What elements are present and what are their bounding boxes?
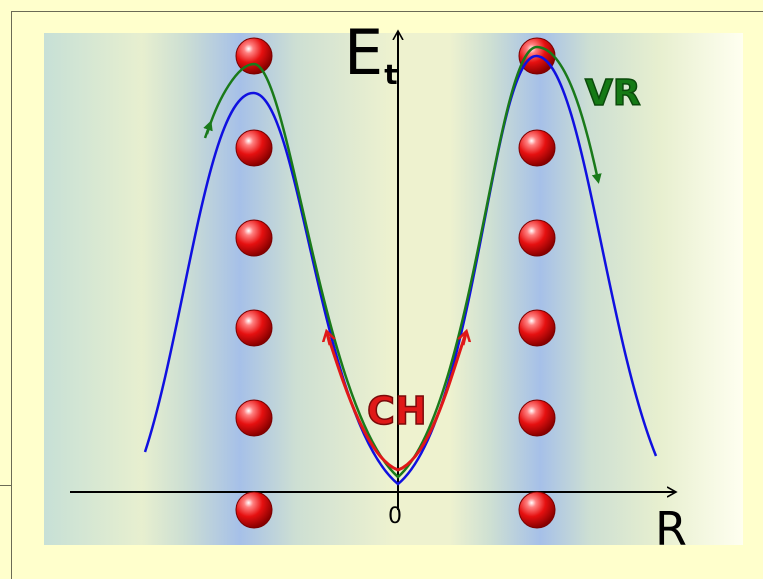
r-axis-label: R — [655, 502, 687, 556]
atom-row-right — [518, 37, 556, 529]
energy-axis-label: Et — [344, 22, 398, 89]
atom — [235, 219, 273, 257]
crystal-panel — [44, 33, 743, 545]
atom — [518, 491, 556, 529]
potential-curve — [143, 54, 658, 486]
atom — [235, 129, 273, 167]
ch-label: CH — [366, 389, 427, 433]
origin-label: 0 — [388, 504, 402, 529]
atom — [518, 129, 556, 167]
energy-subscript: t — [384, 58, 398, 91]
atom — [235, 491, 273, 529]
atom — [235, 399, 273, 437]
ch-arrow-left — [327, 333, 330, 346]
ch-arrow-right — [463, 333, 466, 346]
energy-symbol: E — [344, 16, 384, 89]
frame-top-line — [11, 11, 763, 12]
atom — [518, 219, 556, 257]
atom — [235, 37, 273, 75]
atom — [518, 309, 556, 347]
vr-trajectory — [205, 45, 602, 479]
vr-entry-arrow — [203, 120, 213, 139]
atom — [518, 399, 556, 437]
frame-left-line — [11, 11, 12, 579]
vr-label: VR — [584, 73, 641, 114]
atom — [235, 309, 273, 347]
frame-stub-line — [0, 485, 12, 486]
ch-trajectory — [325, 332, 468, 472]
atom-row-left — [235, 37, 273, 529]
